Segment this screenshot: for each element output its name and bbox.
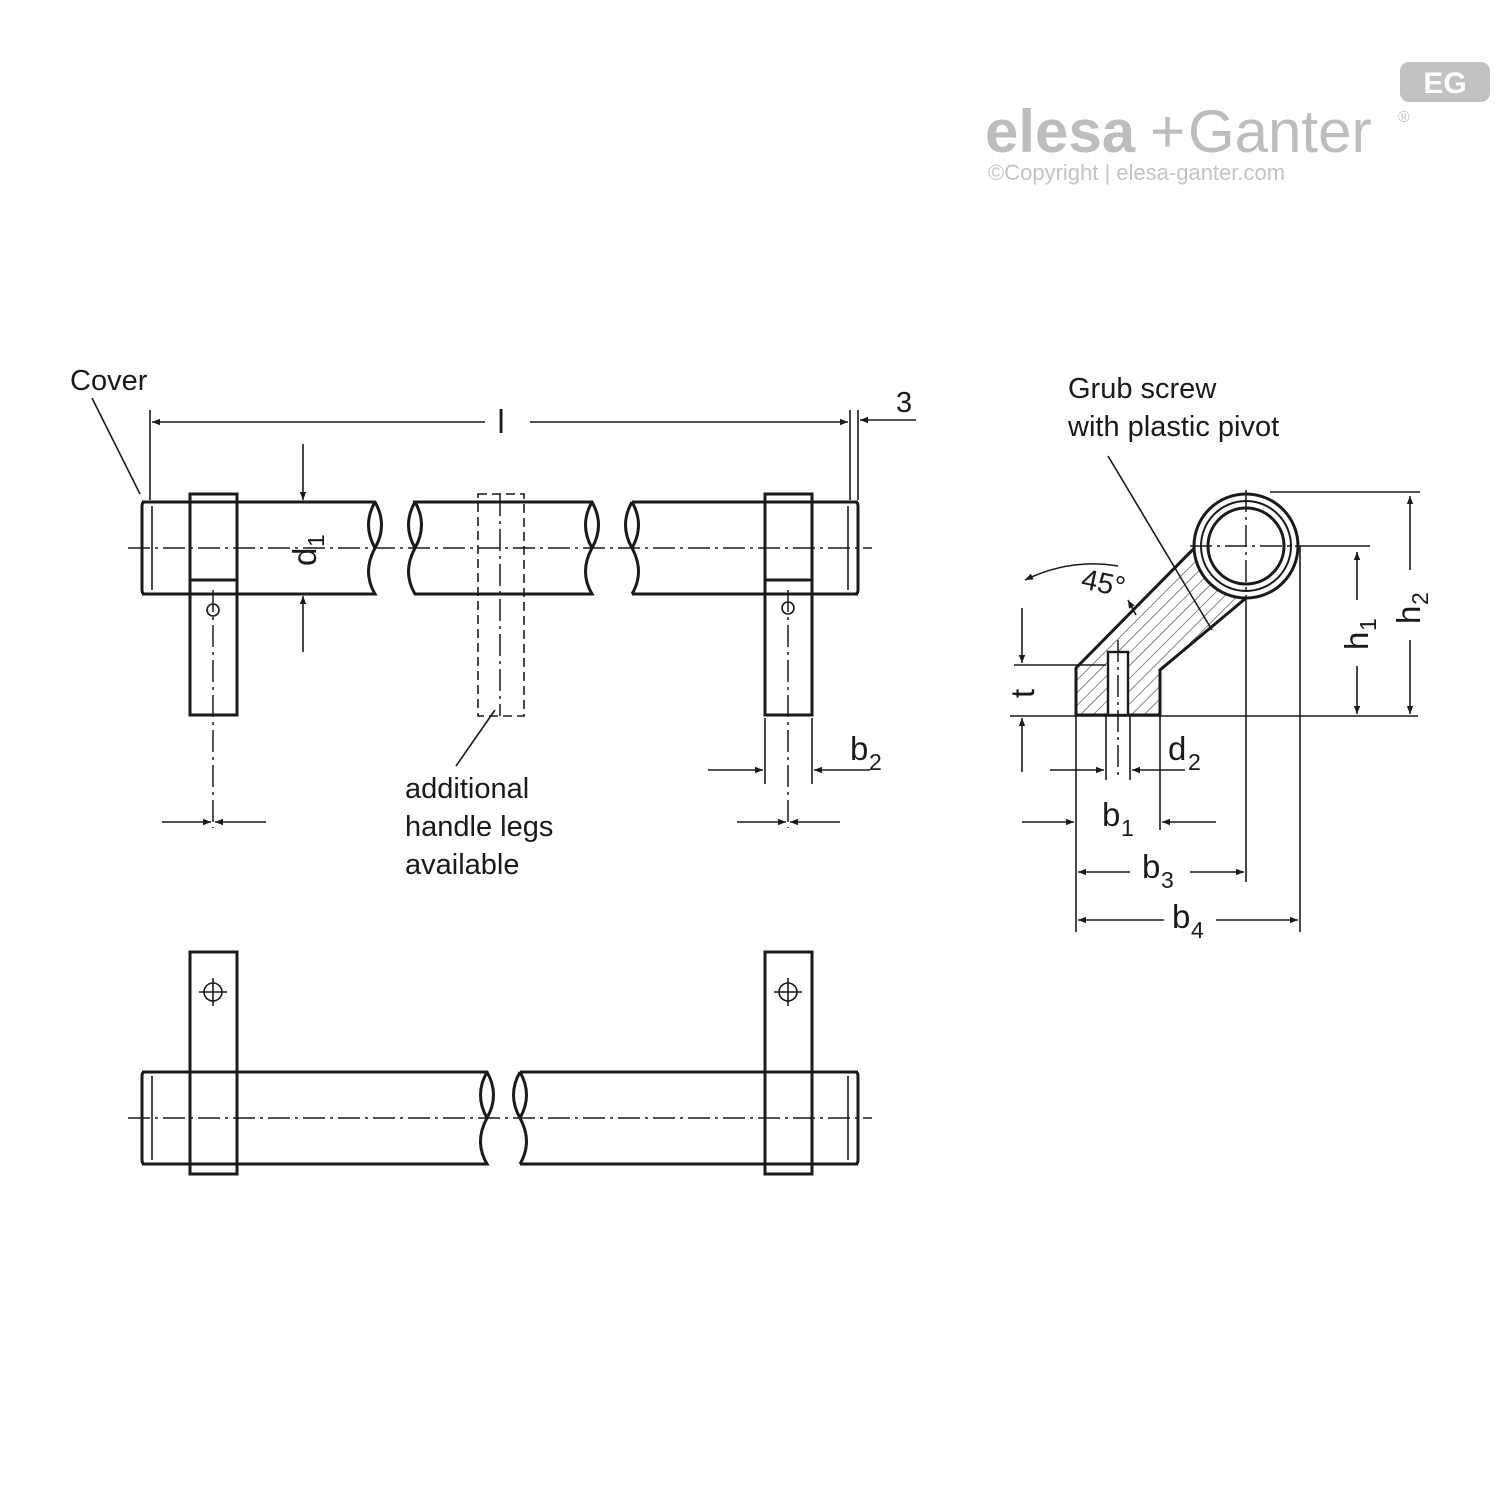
additional-leg-hidden bbox=[477, 493, 525, 717]
right-handle-leg bbox=[763, 492, 814, 828]
side-view: Grub screw with plastic pivot 45° t h 1 … bbox=[1004, 373, 1433, 943]
legs-note-line-2: handle legs bbox=[405, 811, 553, 843]
copyright-text: ©Copyright | elesa-ganter.com bbox=[988, 160, 1285, 185]
cover-label: Cover bbox=[70, 365, 148, 397]
dim-l-label: l bbox=[497, 403, 504, 440]
grub-screw-label-line-2: with plastic pivot bbox=[1067, 411, 1279, 443]
dim-b1-sub: 1 bbox=[1121, 815, 1134, 841]
dim-b2-sub: 2 bbox=[869, 749, 882, 775]
eg-badge: EG bbox=[1400, 62, 1490, 102]
dim-h1-label: h bbox=[1338, 632, 1375, 650]
eg-badge-text: EG bbox=[1423, 67, 1466, 100]
dim-d1-label: d bbox=[286, 548, 323, 566]
tube-segment-left bbox=[142, 500, 383, 596]
dim-b2-label: b bbox=[850, 730, 868, 767]
dim-t-label: t bbox=[1004, 689, 1041, 698]
dim-h2-sub: 2 bbox=[1407, 592, 1433, 605]
dim-b1-label: b bbox=[1102, 796, 1120, 833]
tube-segment-middle bbox=[407, 500, 600, 596]
tube-segment-right bbox=[624, 500, 858, 596]
front-view: l 3 Cover d 1 b 2 additional handle legs… bbox=[70, 365, 916, 881]
plan-right-leg bbox=[763, 950, 814, 1176]
brand-elesa: elesa bbox=[985, 98, 1136, 165]
plan-view bbox=[128, 950, 872, 1176]
grub-screw-leader bbox=[1107, 455, 1213, 631]
registered-mark: ® bbox=[1398, 109, 1410, 126]
legs-note-line-1: additional bbox=[405, 773, 529, 805]
brand-logo: EG elesa + Ganter ® ©Copyright | elesa-g… bbox=[985, 62, 1490, 185]
brand-plus: + bbox=[1150, 98, 1185, 165]
dim-h2-label: h bbox=[1390, 606, 1427, 624]
plan-left-leg bbox=[188, 950, 239, 1176]
left-handle-leg bbox=[188, 492, 239, 828]
angle-45-label: 45° bbox=[1079, 564, 1129, 604]
dim-b4-sub: 4 bbox=[1191, 917, 1204, 943]
dim-b3-sub: 3 bbox=[1161, 867, 1174, 893]
dim-b4-label: b bbox=[1172, 898, 1190, 935]
dim-d2-label: d bbox=[1168, 730, 1186, 767]
dim-3-label: 3 bbox=[896, 387, 912, 419]
dim-d2-sub: 2 bbox=[1188, 749, 1201, 775]
cover-leader bbox=[91, 397, 141, 495]
dim-h1-sub: 1 bbox=[1355, 618, 1381, 631]
legs-note-leader bbox=[455, 709, 496, 767]
legs-note-line-3: available bbox=[405, 849, 519, 881]
brand-ganter: Ganter bbox=[1188, 98, 1371, 165]
grub-screw-label-line-1: Grub screw bbox=[1068, 373, 1217, 405]
dim-b3-label: b bbox=[1142, 848, 1160, 885]
dim-d1-sub: 1 bbox=[303, 534, 329, 547]
